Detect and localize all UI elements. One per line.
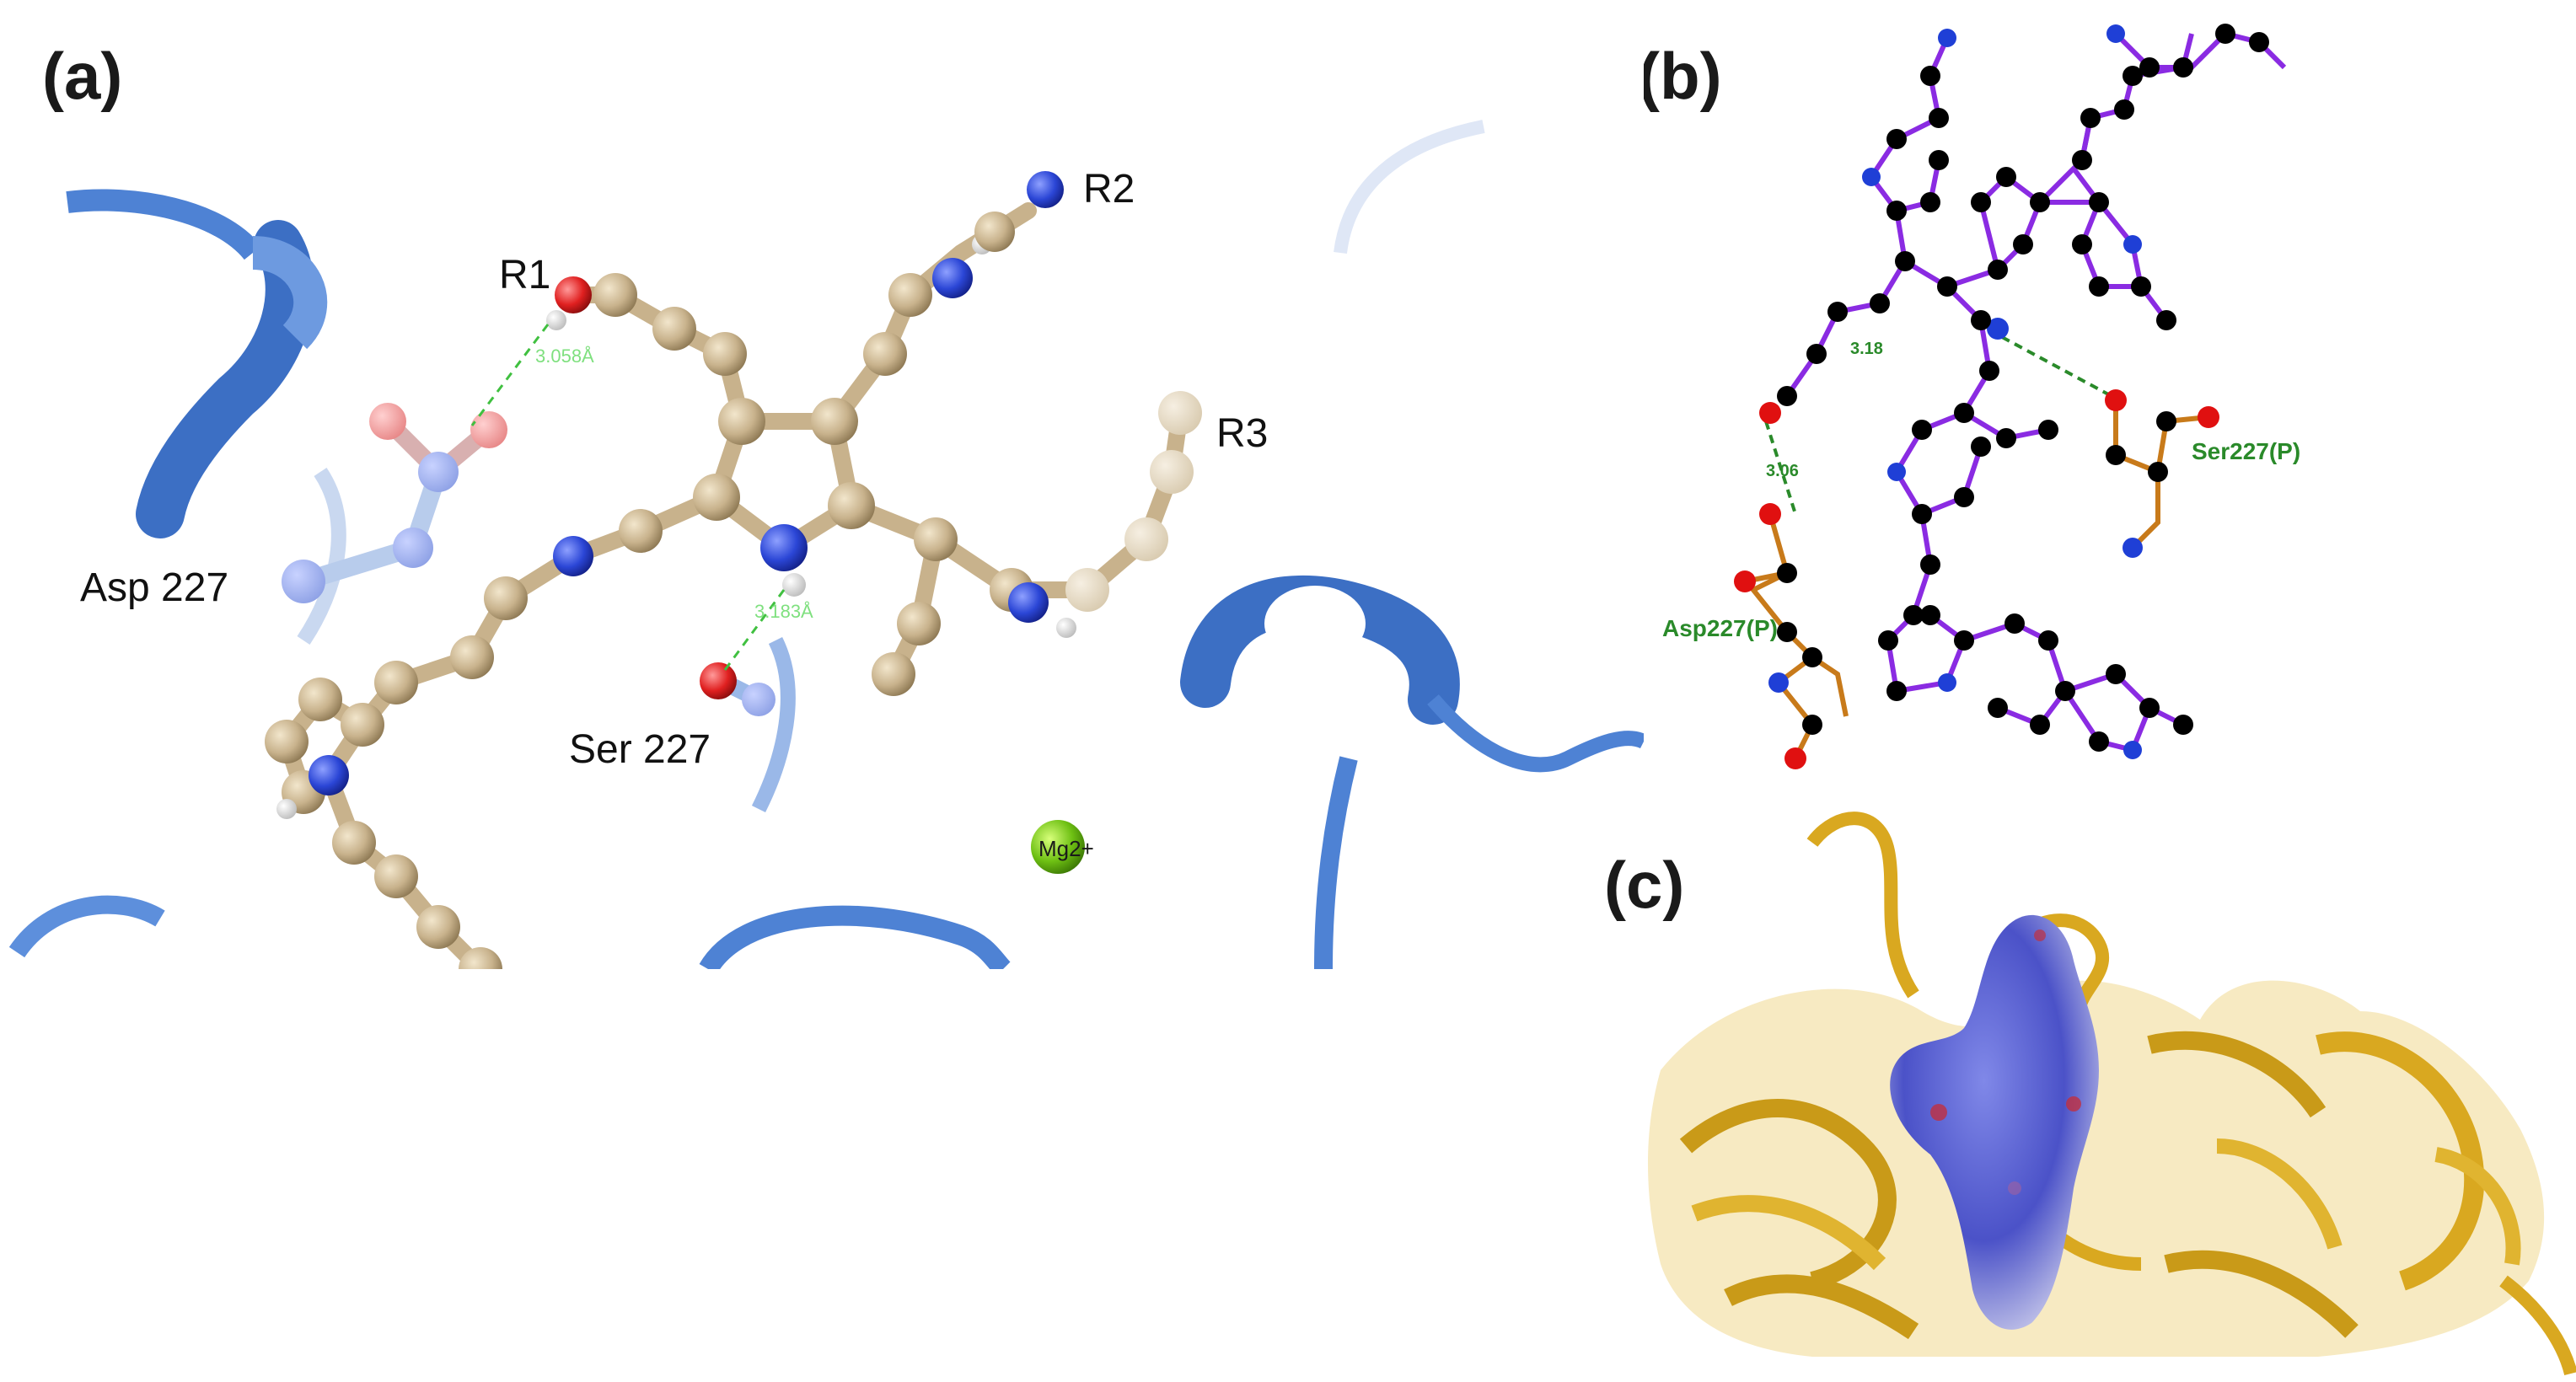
- panel-c-protein-surface: (c): [1559, 792, 2576, 1382]
- ribbon-helix: [251, 236, 328, 350]
- distance-label-asp: 3.06: [1766, 462, 1799, 480]
- ser227-label: Ser 227: [569, 727, 711, 772]
- asp227-residue: [282, 403, 507, 603]
- panel-a-binding-site-3d: Mg2+ R1 R2 R3 Asp 227 Ser 227 3.058Å 3.1…: [0, 0, 1644, 969]
- panel-a-label: (a): [42, 39, 123, 113]
- ser227-residue: [700, 662, 775, 716]
- faint-ribbon: [297, 468, 346, 645]
- r3-label: R3: [1216, 411, 1268, 456]
- ligand-surface: [1890, 914, 2099, 1330]
- r2-terminal-nitrogen: [1027, 171, 1064, 208]
- faint-ribbon: [1334, 120, 1485, 254]
- hbond-ser227: [2001, 335, 2112, 398]
- asp227-label: Asp227(P): [1662, 615, 1778, 641]
- ligand-atoms: [1759, 24, 2269, 759]
- asp227-label: Asp 227: [80, 565, 228, 610]
- distance-label-ser: 3.183Å: [754, 601, 813, 622]
- ribbon-helix-hole: [1264, 586, 1366, 662]
- r2-label: R2: [1083, 167, 1135, 212]
- residue-atoms: [1734, 389, 2219, 769]
- ser227-label: Ser227(P): [2192, 438, 2300, 464]
- ribbon-helix: [136, 220, 314, 538]
- pyrrole-nitrogen: [760, 524, 808, 571]
- ribbon-coil: [1314, 756, 1358, 969]
- hbond-asp227: [1764, 420, 1797, 515]
- hbond-r1-asp227: [470, 324, 550, 426]
- mg-ion-label: Mg2+: [1038, 836, 1094, 861]
- faint-ribbon: [751, 636, 796, 813]
- ribbon-coil: [66, 189, 262, 260]
- distance-label-r1: 3.058Å: [535, 346, 594, 367]
- hbond-nh-ser227: [723, 589, 786, 671]
- r1-label: R1: [499, 253, 550, 297]
- panel-b-ligplot: 3.18 3.06 Ser227(P) Asp227(P): [1662, 24, 2300, 769]
- distance-label-ser: 3.18: [1850, 340, 1883, 358]
- panel-b-label: (b): [1644, 39, 1722, 113]
- panel-a-molecular-render: Mg2+ R1 R2 R3 Asp 227 Ser 227 3.058Å 3.1…: [8, 120, 1644, 969]
- panel-c-protein-render: [1644, 812, 2576, 1382]
- ribbon-coil: [1427, 694, 1644, 773]
- ribbon-coil: [699, 905, 1011, 969]
- panel-b-2d-interaction-diagram: 3.18 3.06 Ser227(P) Asp227(P) (b): [1644, 0, 2576, 792]
- panel-c-label: (c): [1604, 848, 1685, 922]
- ligand-bonds: [1784, 30, 2287, 753]
- ribbon-coil: [8, 895, 165, 958]
- ligand-atoms: [265, 171, 1202, 969]
- r1-hydroxyl-oxygen: [555, 276, 592, 313]
- mg-ion: [1031, 820, 1085, 874]
- protein-cartoon: [1648, 812, 2576, 1376]
